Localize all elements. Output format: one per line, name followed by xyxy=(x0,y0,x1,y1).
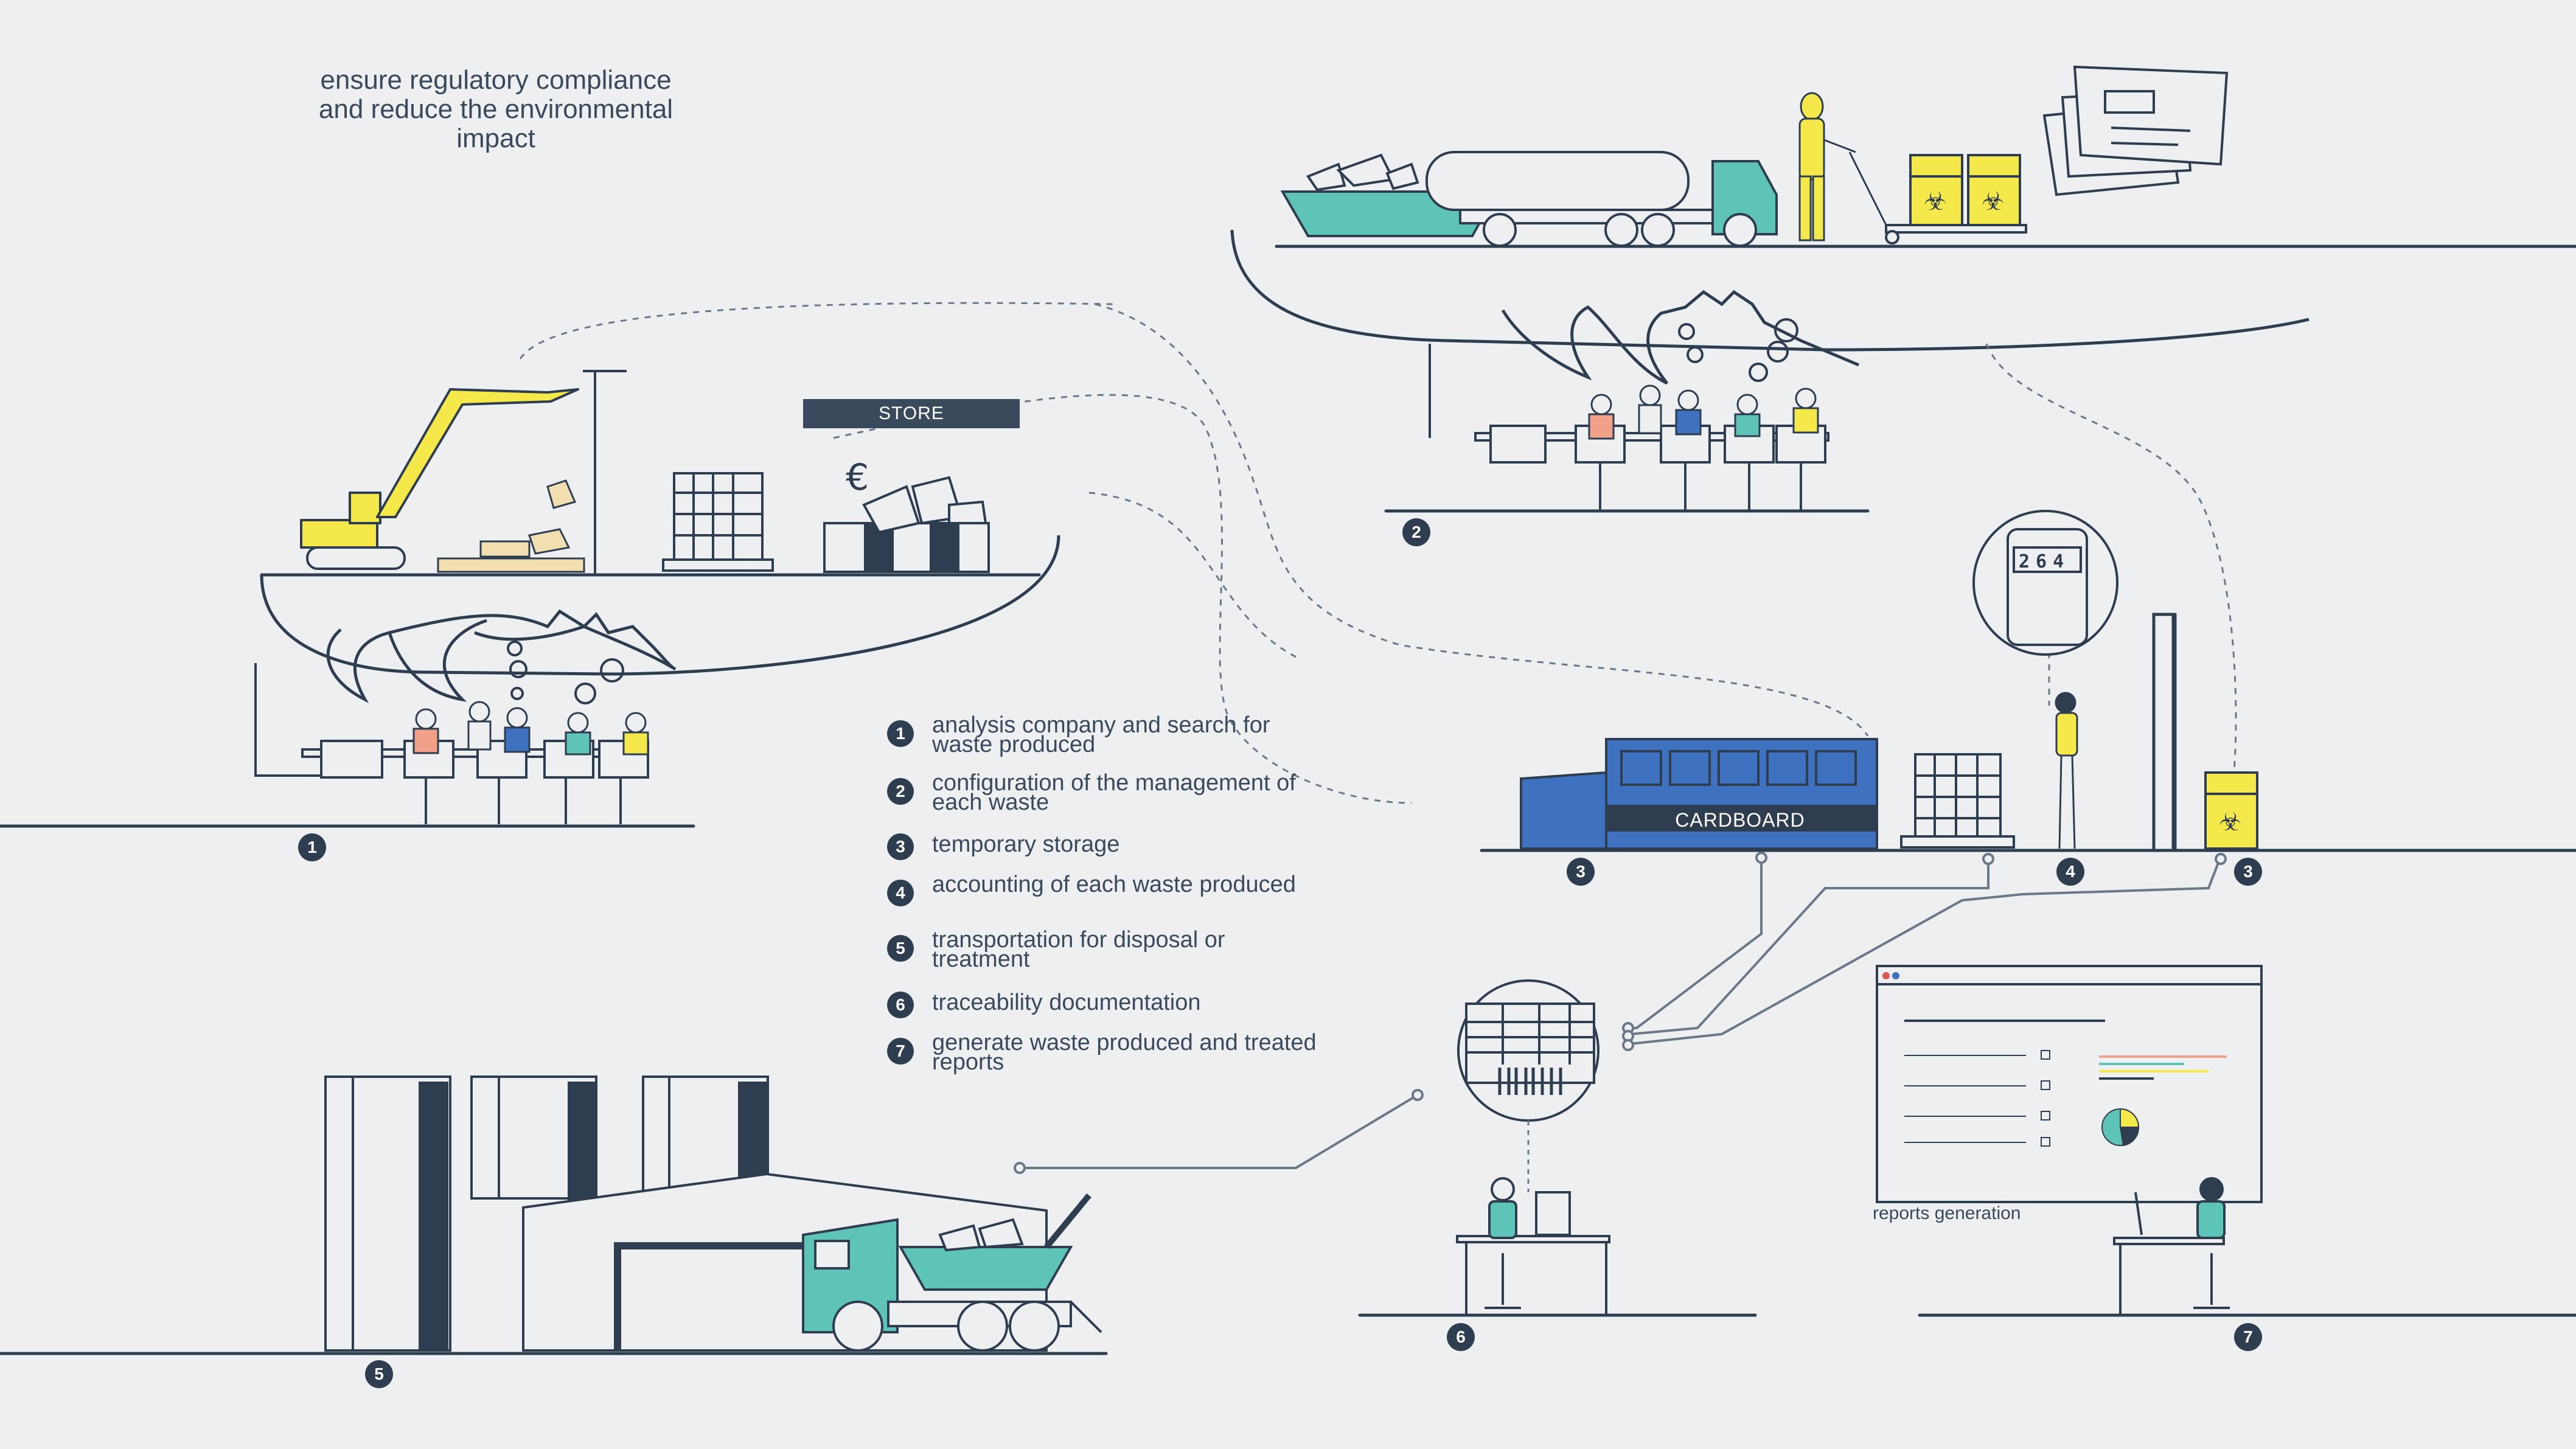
ibc-tank-2 xyxy=(1900,753,2015,849)
legend-number: 3 xyxy=(887,833,914,860)
pie-chart-icon xyxy=(2101,1108,2140,1147)
tanker-truck xyxy=(1426,151,1778,247)
legend-item-6: 6 traceability documentation xyxy=(887,987,1321,1018)
biohazard-icon: ☣ xyxy=(2219,807,2242,836)
biohazard-icon: ☣ xyxy=(1924,186,1947,216)
legend-text: traceability documentation xyxy=(932,990,1201,1015)
legend-number: 4 xyxy=(887,880,914,906)
hazard-barrels xyxy=(1885,154,2027,245)
legend-number: 1 xyxy=(887,720,914,747)
legend-item-7: 7 generate waste produced and treated re… xyxy=(887,1030,1321,1075)
legend-item-2: 2 configuration of the management of eac… xyxy=(887,770,1321,815)
ibc-tank xyxy=(662,472,774,572)
legend-number: 2 xyxy=(887,778,914,805)
headline-line-3: impact xyxy=(456,123,535,153)
cardboard-label: CARDBOARD xyxy=(1675,809,1805,831)
headline: ensure regulatory compliance and reduce … xyxy=(262,66,730,153)
legend-item-5: 5 transportation for disposal or treatme… xyxy=(887,927,1321,972)
documents-icon xyxy=(2042,65,2229,196)
excavator xyxy=(300,388,579,570)
step-badge-3b: 3 xyxy=(2234,858,2262,886)
phone-zoom xyxy=(1972,510,2118,656)
meeting-people-1 xyxy=(413,701,649,756)
legend-item-3: 3 temporary storage xyxy=(887,829,1321,860)
meeting-people-2 xyxy=(1588,384,1819,440)
legend-number: 7 xyxy=(887,1038,914,1065)
cardboard-compactor xyxy=(1520,738,1878,850)
legend-number: 5 xyxy=(887,935,914,962)
step-badge-3: 3 xyxy=(1567,858,1595,886)
legend-text: temporary storage xyxy=(932,832,1120,857)
biohazard-icon: ☣ xyxy=(1982,186,2005,216)
silos xyxy=(324,1075,769,1352)
legend-item-1: 1 analysis company and search for waste … xyxy=(887,712,1321,757)
reports-generation-label: reports generation xyxy=(1873,1203,2021,1223)
step-badge-2: 2 xyxy=(1402,518,1430,546)
legend-text: accounting of each waste produced xyxy=(932,872,1296,897)
legend-text: configuration of the management of each … xyxy=(932,770,1296,815)
meeting-table-2 xyxy=(1429,344,1829,510)
rubble-pile xyxy=(437,479,585,573)
ground-line-6 xyxy=(2152,613,2576,852)
headline-line-2: and reduce the environmental xyxy=(318,94,674,124)
barcode-zoom xyxy=(1457,979,1600,1122)
operator-with-phone xyxy=(2055,692,2078,849)
legend-text: transportation for disposal or treatment xyxy=(932,927,1225,972)
barcode-icon xyxy=(1498,1068,1562,1095)
store-boxes xyxy=(823,476,990,573)
step-badge-5: 5 xyxy=(365,1360,393,1388)
legend-text: generate waste produced and treated repo… xyxy=(932,1030,1317,1075)
legend-number: 6 xyxy=(887,992,914,1018)
legend-item-4: 4 accounting of each waste produced xyxy=(887,872,1321,906)
step-badge-1: 1 xyxy=(298,833,326,861)
report-window xyxy=(1876,965,2263,1203)
thought-bubble-2 xyxy=(1230,229,2310,352)
desk-worker-6 xyxy=(1456,1177,1610,1314)
store-sign: STORE xyxy=(803,399,1020,428)
step-badge-6: 6 xyxy=(1447,1323,1475,1351)
hazard-barrel xyxy=(2204,771,2258,850)
step-badge-7: 7 xyxy=(2234,1323,2262,1351)
skip-truck xyxy=(802,1193,1102,1352)
counter-digits: 264 xyxy=(2019,551,2070,572)
headline-line-1: ensure regulatory compliance xyxy=(320,65,672,95)
step-badge-4: 4 xyxy=(2056,858,2084,886)
hazmat-worker xyxy=(1798,92,1887,241)
legend-text: analysis company and search for waste pr… xyxy=(932,712,1270,757)
desk-worker-7 xyxy=(2113,1177,2230,1314)
euro-icon: € xyxy=(846,456,869,499)
